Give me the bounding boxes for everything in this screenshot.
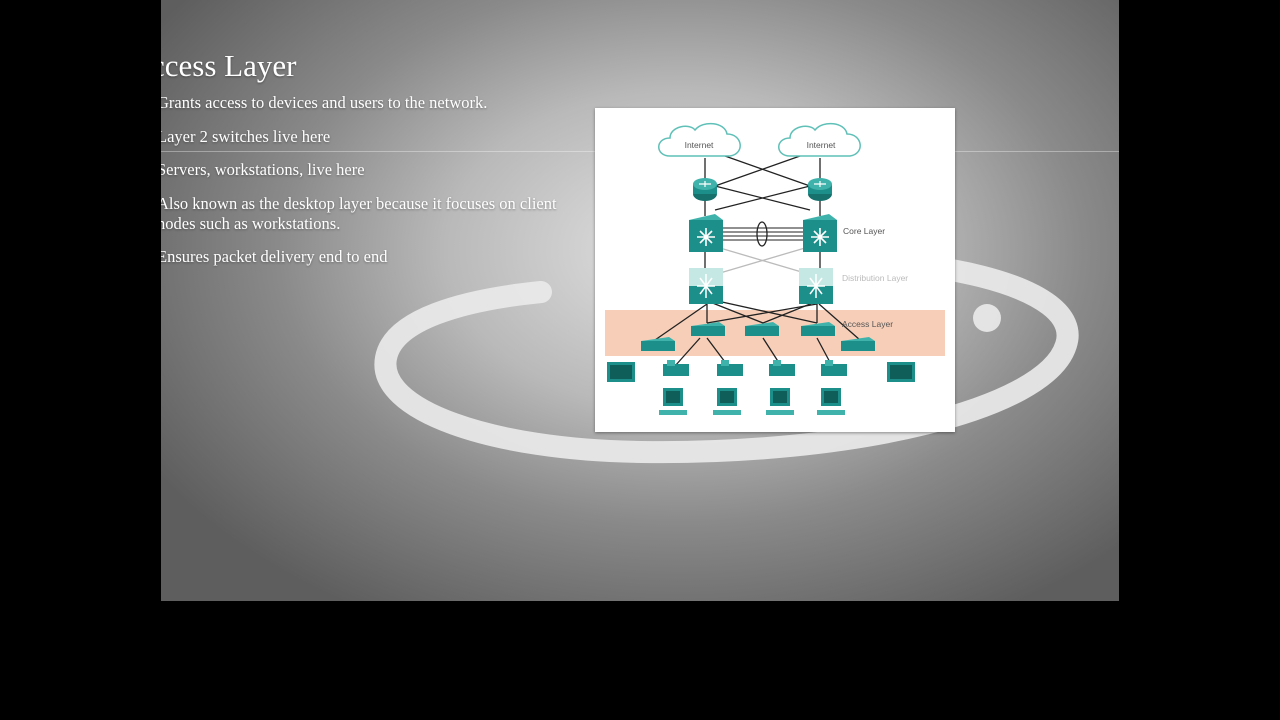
bullet-item: Also known as the desktop layer because … — [161, 193, 557, 233]
ip-phone-icon — [821, 360, 847, 376]
access-switch-icon — [745, 322, 779, 336]
core-switch-icon — [803, 214, 837, 252]
core-port-channel — [723, 221, 803, 247]
ip-phone-icon — [717, 360, 743, 376]
access-switch-icon — [691, 322, 725, 336]
core-layer-label: Core Layer — [843, 226, 885, 236]
access-switch-icon — [841, 337, 875, 351]
network-diagram: Internet Internet — [595, 108, 955, 432]
pc-workstation-icon — [817, 388, 845, 415]
internet-cloud-right — [778, 122, 861, 157]
access-switch-icon — [641, 337, 675, 351]
router-icon — [693, 178, 717, 201]
access-switch-icon — [801, 322, 835, 336]
access-layer-label: Access Layer — [842, 319, 893, 329]
ip-phone-icon — [769, 360, 795, 376]
bullet-item: Ensures packet delivery end to end — [161, 247, 388, 266]
bullet-item: Grants access to devices and users to th… — [161, 93, 488, 112]
cloud-label-right: Internet — [807, 140, 836, 150]
slide-title: ccess Layer — [161, 48, 297, 83]
pc-workstation-icon — [713, 388, 741, 415]
bullet-item: Servers, workstations, live here — [161, 160, 365, 179]
router-icon — [808, 178, 832, 201]
core-switch-icon — [689, 214, 723, 252]
pc-workstation-icon — [659, 388, 687, 415]
cloud-label-left: Internet — [685, 140, 714, 150]
annotation-circle — [374, 248, 1079, 464]
presentation-slide: ccess Layer Grants access to devices and… — [161, 0, 1119, 601]
distribution-layer-label: Distribution Layer — [842, 273, 908, 283]
distribution-switch-icon — [689, 268, 723, 304]
ip-phone-icon — [663, 360, 689, 376]
bullet-list: Grants access to devices and users to th… — [161, 93, 557, 281]
bullet-item: Layer 2 switches live here — [161, 126, 331, 146]
network-links — [654, 155, 861, 367]
hierarchical-network-diagram-svg: Internet Internet — [605, 122, 945, 415]
redundant-links — [719, 247, 806, 274]
wireless-access-point-icon — [887, 362, 915, 382]
distribution-switch-icon — [799, 268, 833, 304]
internet-cloud-left — [658, 122, 741, 157]
pc-workstation-icon — [766, 388, 794, 415]
wireless-access-point-icon — [607, 362, 635, 382]
